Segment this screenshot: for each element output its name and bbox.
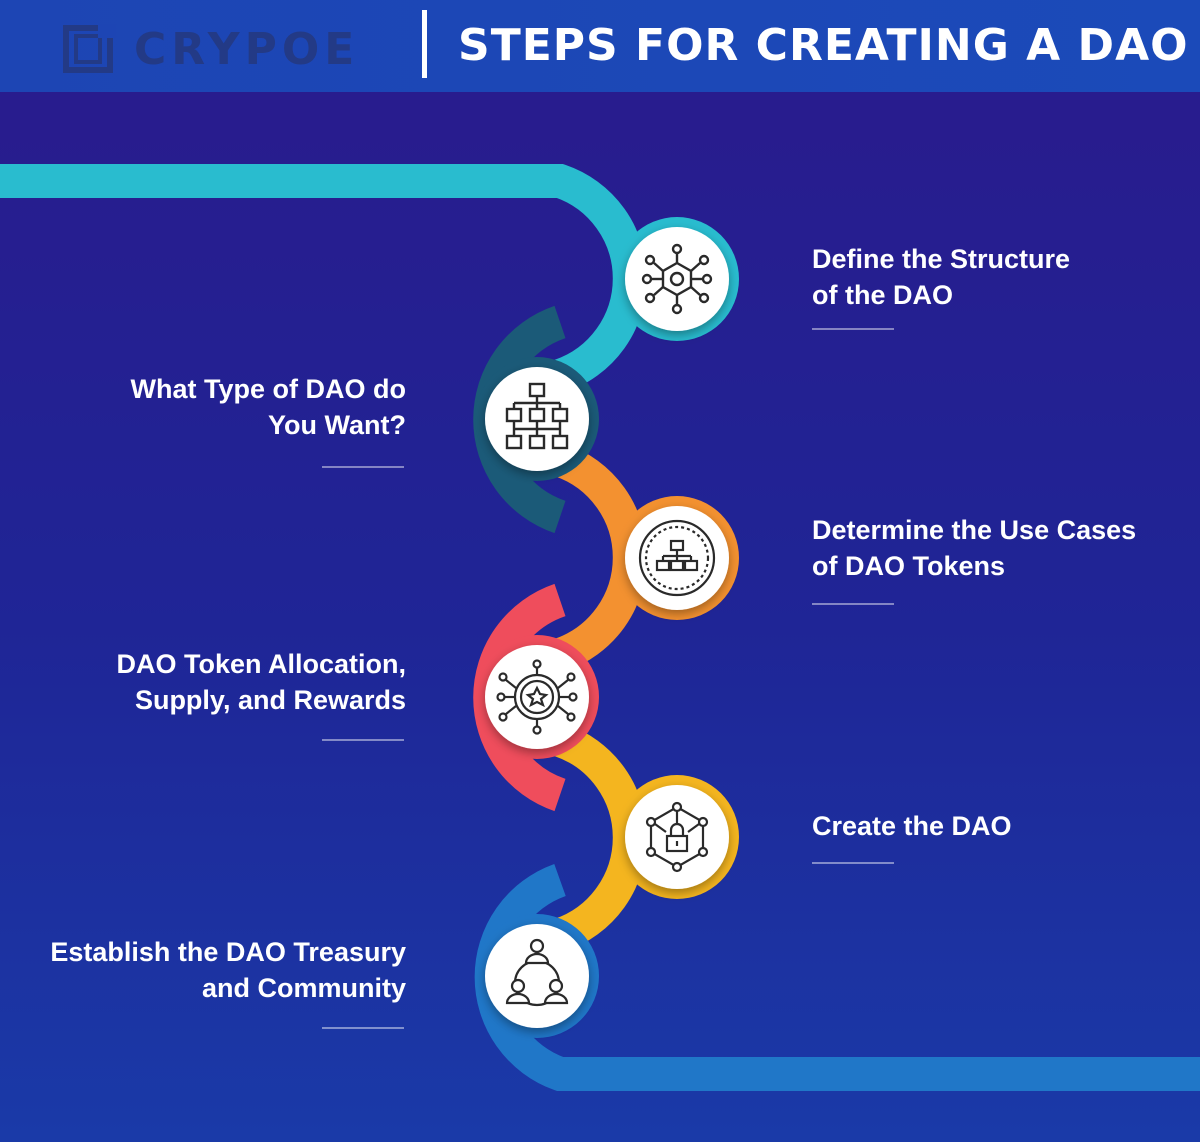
step-underline-4 <box>322 739 404 741</box>
step-node-1 <box>615 217 739 341</box>
step-underline-6 <box>322 1027 404 1029</box>
step-label-6: Establish the DAO Treasury and Community <box>50 937 406 1003</box>
token-rewards-icon <box>496 659 578 735</box>
step-label-3: Determine the Use Cases of DAO Tokens <box>812 515 1137 581</box>
network-hub-icon <box>641 243 713 315</box>
step-node-3 <box>615 496 739 620</box>
brand-logo: CRYPOE <box>62 22 382 75</box>
lock-network-icon <box>645 801 709 873</box>
community-icon <box>505 938 569 1007</box>
step-label-4: DAO Token Allocation, Supply, and Reward… <box>116 649 406 715</box>
step-underline-5 <box>812 862 894 864</box>
brand-name: CRYPOE <box>134 24 360 75</box>
step-label-5: Create the DAO <box>812 811 1012 841</box>
header-divider <box>422 10 427 78</box>
header-bar: CRYPOE STEPS FOR CREATING A DAO <box>0 0 1200 92</box>
step-label-2: What Type of DAO do You Want? <box>130 374 406 440</box>
step-underline-3 <box>812 603 894 605</box>
org-chart-icon <box>505 382 569 450</box>
page-title: STEPS FOR CREATING A DAO <box>458 20 1189 71</box>
crypoe-logo-icon <box>63 24 116 73</box>
step-label-1: Define the Structure of the DAO <box>812 244 1071 310</box>
step-node-4 <box>475 635 599 759</box>
step-underline-1 <box>812 328 894 330</box>
step-node-5 <box>615 775 739 899</box>
step-node-6 <box>475 914 599 1038</box>
step-underline-2 <box>322 466 404 468</box>
token-hierarchy-icon <box>638 519 716 597</box>
step-node-2 <box>475 357 599 481</box>
